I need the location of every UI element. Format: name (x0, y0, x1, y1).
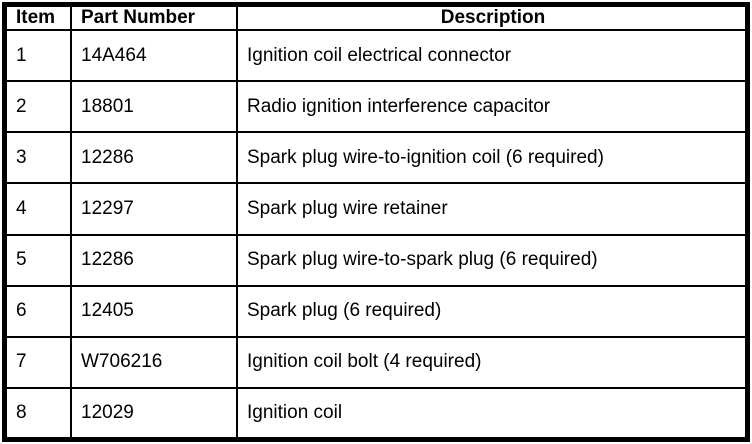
description-cell: Ignition coil bolt (4 required) (236, 335, 745, 389)
description-cell: Ignition coil (236, 386, 745, 437)
part-number-cell: 18801 (70, 80, 238, 134)
part-number-cell: 12286 (70, 131, 238, 185)
item-cell: 8 (7, 386, 72, 437)
table-header: Item Part Number Description (7, 7, 745, 31)
item-cell: 6 (7, 284, 72, 338)
description-cell: Spark plug (6 required) (236, 284, 745, 338)
item-cell: 5 (7, 233, 72, 287)
part-number-cell: W706216 (70, 335, 238, 389)
item-cell: 7 (7, 335, 72, 389)
description-cell: Spark plug wire-to-spark plug (6 require… (236, 233, 745, 287)
header-description: Description (236, 7, 745, 31)
part-number-cell: 14A464 (70, 28, 238, 83)
description-cell: Radio ignition interference capacitor (236, 80, 745, 134)
item-cell: 3 (7, 131, 72, 185)
item-cell: 2 (7, 80, 72, 134)
item-cell: 1 (7, 28, 72, 83)
part-number-cell: 12405 (70, 284, 238, 338)
part-number-cell: 12286 (70, 233, 238, 287)
part-number-cell: 12297 (70, 182, 238, 236)
description-cell: Ignition coil electrical connector (236, 28, 745, 83)
part-number-cell: 12029 (70, 386, 238, 437)
description-cell: Spark plug wire retainer (236, 182, 745, 236)
header-item: Item (7, 7, 72, 31)
header-row: Item Part Number Description (7, 7, 745, 31)
description-cell: Spark plug wire-to-ignition coil (6 requ… (236, 131, 745, 185)
header-part-number: Part Number (70, 7, 238, 31)
item-cell: 4 (7, 182, 72, 236)
